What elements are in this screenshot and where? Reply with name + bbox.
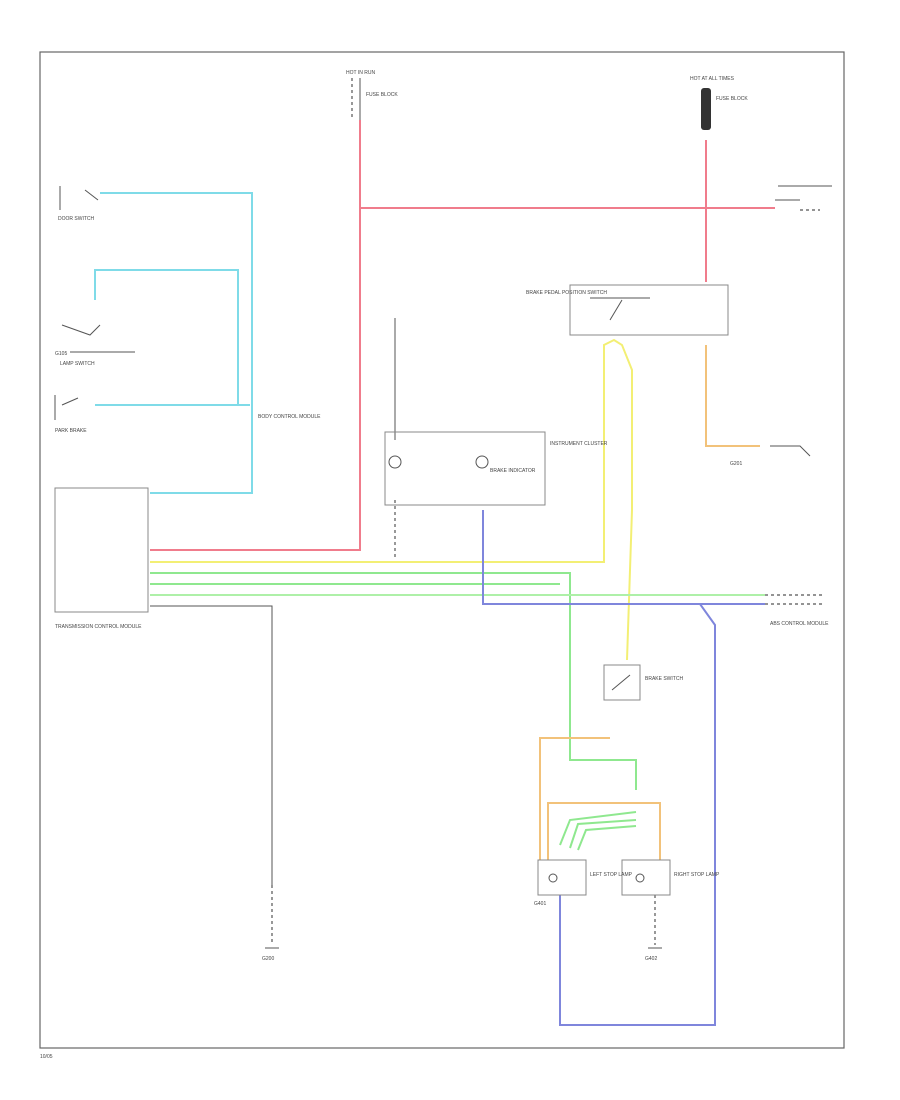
diagram-frame bbox=[39, 51, 845, 1049]
cyan-wire-lamp bbox=[94, 269, 239, 405]
brake-switch: BRAKE SWITCH bbox=[603, 664, 683, 701]
lamp-switch-label: LAMP SWITCH bbox=[60, 361, 95, 367]
instrument-cluster-label: INSTRUMENT CLUSTER bbox=[550, 441, 608, 447]
fuse-right-sublabel: FUSE BLOCK bbox=[716, 96, 748, 102]
cluster-indicator-left-icon bbox=[388, 455, 402, 469]
brake-switch-box bbox=[603, 664, 641, 701]
ground-left-label: G401 bbox=[534, 901, 546, 907]
connector-right-orange bbox=[770, 445, 811, 457]
door-switch-symbol bbox=[59, 186, 99, 210]
brake-pedal-switch: BRAKE PEDAL POSITION SWITCH bbox=[526, 284, 729, 336]
cyan-wire-door bbox=[100, 192, 253, 494]
brake-switch-label: BRAKE SWITCH bbox=[645, 676, 683, 682]
green-wire-lamp-c bbox=[577, 825, 637, 851]
fuse-right-label: HOT AT ALL TIMES bbox=[690, 76, 735, 82]
park-brake-symbol bbox=[54, 395, 79, 420]
brake-pedal-switch-box bbox=[569, 284, 729, 336]
instrument-cluster: INSTRUMENT CLUSTER BRAKE INDICATOR bbox=[384, 431, 608, 506]
blue-wires bbox=[482, 510, 765, 1026]
brake-pedal-switch-symbol bbox=[590, 297, 650, 321]
yellow-wire-brake bbox=[150, 338, 633, 661]
abs-module-label: ABS CONTROL MODULE bbox=[770, 621, 829, 627]
ground-module-label: G200 bbox=[262, 956, 274, 962]
switches-left: DOOR SWITCH LAMP SWITCH PARK BRAKE bbox=[54, 186, 135, 434]
ground-wire-module bbox=[150, 605, 273, 885]
ground-lamp-label: G402 bbox=[645, 956, 657, 962]
fuse-top-label: HOT IN RUN bbox=[346, 70, 375, 76]
brake-indicator-label: BRAKE INDICATOR bbox=[490, 468, 536, 474]
stop-lamps: LEFT STOP LAMP RIGHT STOP LAMP bbox=[537, 859, 720, 896]
footer-code: 10/05 bbox=[40, 1054, 53, 1060]
left-stop-lamp-box bbox=[537, 859, 587, 896]
orange-wire-lamps bbox=[547, 802, 661, 860]
right-stop-lamp-icon bbox=[635, 873, 645, 883]
left-stop-lamp-icon bbox=[548, 873, 558, 883]
green-wires bbox=[150, 572, 765, 851]
blue-wire-loop bbox=[482, 510, 716, 1026]
ground-dash-label: G201 bbox=[730, 461, 742, 467]
lamp-switch-symbol bbox=[61, 324, 135, 353]
right-stop-lamp-label: RIGHT STOP LAMP bbox=[674, 872, 720, 878]
ground-brake-label: G105 bbox=[55, 351, 67, 357]
right-stop-lamp-box bbox=[621, 859, 671, 896]
fuse-right: HOT AT ALL TIMES FUSE BLOCK bbox=[690, 76, 748, 130]
body-control-label: BODY CONTROL MODULE bbox=[258, 414, 321, 420]
connectors-right bbox=[765, 445, 825, 605]
red-wires bbox=[150, 120, 775, 551]
cluster-indicator-right-icon bbox=[475, 455, 489, 469]
fuse-right-body bbox=[701, 88, 711, 130]
yellow-wires bbox=[150, 338, 633, 661]
brake-pedal-switch-label: BRAKE PEDAL POSITION SWITCH bbox=[526, 290, 607, 296]
orange-wire-left bbox=[539, 737, 610, 860]
left-stop-lamp-label: LEFT STOP LAMP bbox=[590, 872, 633, 878]
connector-top-right-lines bbox=[775, 185, 832, 201]
orange-wires bbox=[539, 345, 760, 860]
module-left: TRANSMISSION CONTROL MODULE bbox=[54, 487, 149, 630]
black-wires bbox=[150, 318, 656, 945]
fuse-top: HOT IN RUN FUSE BLOCK bbox=[346, 70, 398, 120]
green-wire-1 bbox=[150, 572, 637, 790]
cyan-wires bbox=[94, 192, 253, 494]
door-switch-label: DOOR SWITCH bbox=[58, 216, 94, 222]
orange-wire-right bbox=[705, 345, 760, 447]
red-wire-left bbox=[150, 120, 361, 551]
park-brake-label: PARK BRAKE bbox=[55, 428, 87, 434]
grounds: G200 G402 G401 G201 G105 bbox=[55, 351, 742, 962]
module-left-label: TRANSMISSION CONTROL MODULE bbox=[55, 624, 142, 630]
connector-right-abs bbox=[765, 594, 825, 605]
brake-switch-symbol bbox=[611, 674, 631, 691]
fuse-top-sublabel: FUSE BLOCK bbox=[366, 92, 398, 98]
module-left-box bbox=[54, 487, 149, 613]
green-wire-lamp-a bbox=[559, 811, 637, 846]
connector-top-right bbox=[775, 185, 832, 211]
instrument-cluster-box bbox=[384, 431, 546, 506]
green-wire-lamp-b bbox=[569, 819, 637, 849]
